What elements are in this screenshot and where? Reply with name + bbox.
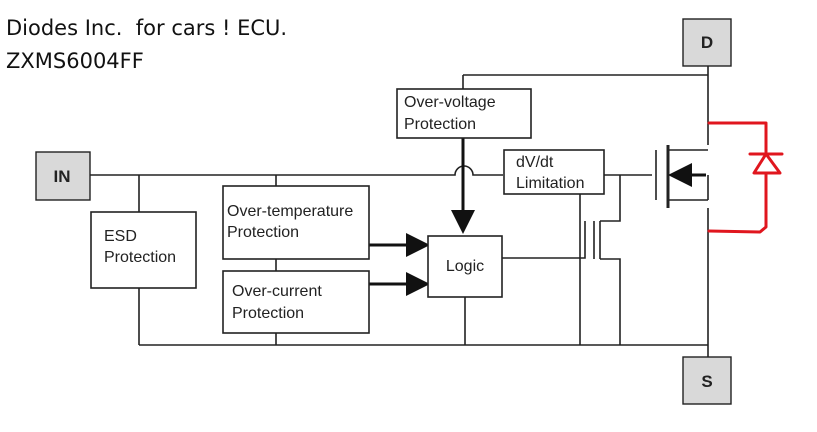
over-current-label-line-1: Over-current [232,283,322,300]
over-temperature-block: Over-temperature Protection [222,185,370,260]
logic-block: Logic [427,235,503,298]
annotation-top-wire [707,121,768,154]
logic-label: Logic [446,258,484,275]
over-current-label-line-2: Protection [232,305,304,322]
over-voltage-label-line-2: Protection [404,116,476,133]
pin-input: IN [35,151,91,201]
annotation-bottom-wire [707,172,768,234]
over-voltage-block: Over-voltage Protection [396,88,532,139]
pin-drain-label: D [701,33,713,52]
pin-drain: D [682,18,732,67]
diode-triangle-icon [752,152,782,175]
pin-source-label: S [701,372,712,391]
internal-switch-source [600,258,621,345]
esd-protection-block: ESD Protection [90,211,197,289]
over-temperature-label-line-2: Protection [227,224,299,241]
internal-switch-drain [600,175,621,222]
esd-label-line-2: Protection [104,249,176,266]
input-bus [90,165,503,176]
pin-source: S [682,356,732,405]
over-temperature-label-line-1: Over-temperature [227,203,353,220]
dvdt-label-line-1: dV/dt [516,154,554,171]
over-current-block: Over-current Protection [222,270,370,334]
dvdt-limitation-block: dV/dt Limitation [503,149,605,195]
caption-line-2: ZXMS6004FF [6,49,144,73]
logic-to-switch [502,221,586,259]
caption: Diodes Inc. for cars ! ECU. ZXMS6004FF [6,12,287,78]
signal-arrows [369,138,706,296]
red-diode-annotation [707,121,784,234]
pin-input-label: IN [54,167,71,186]
caption-line-1: Diodes Inc. for cars ! ECU. [6,16,288,40]
esd-label-line-1: ESD [104,228,137,245]
dvdt-label-line-2: Limitation [516,175,584,192]
over-voltage-label-line-1: Over-voltage [404,94,496,111]
